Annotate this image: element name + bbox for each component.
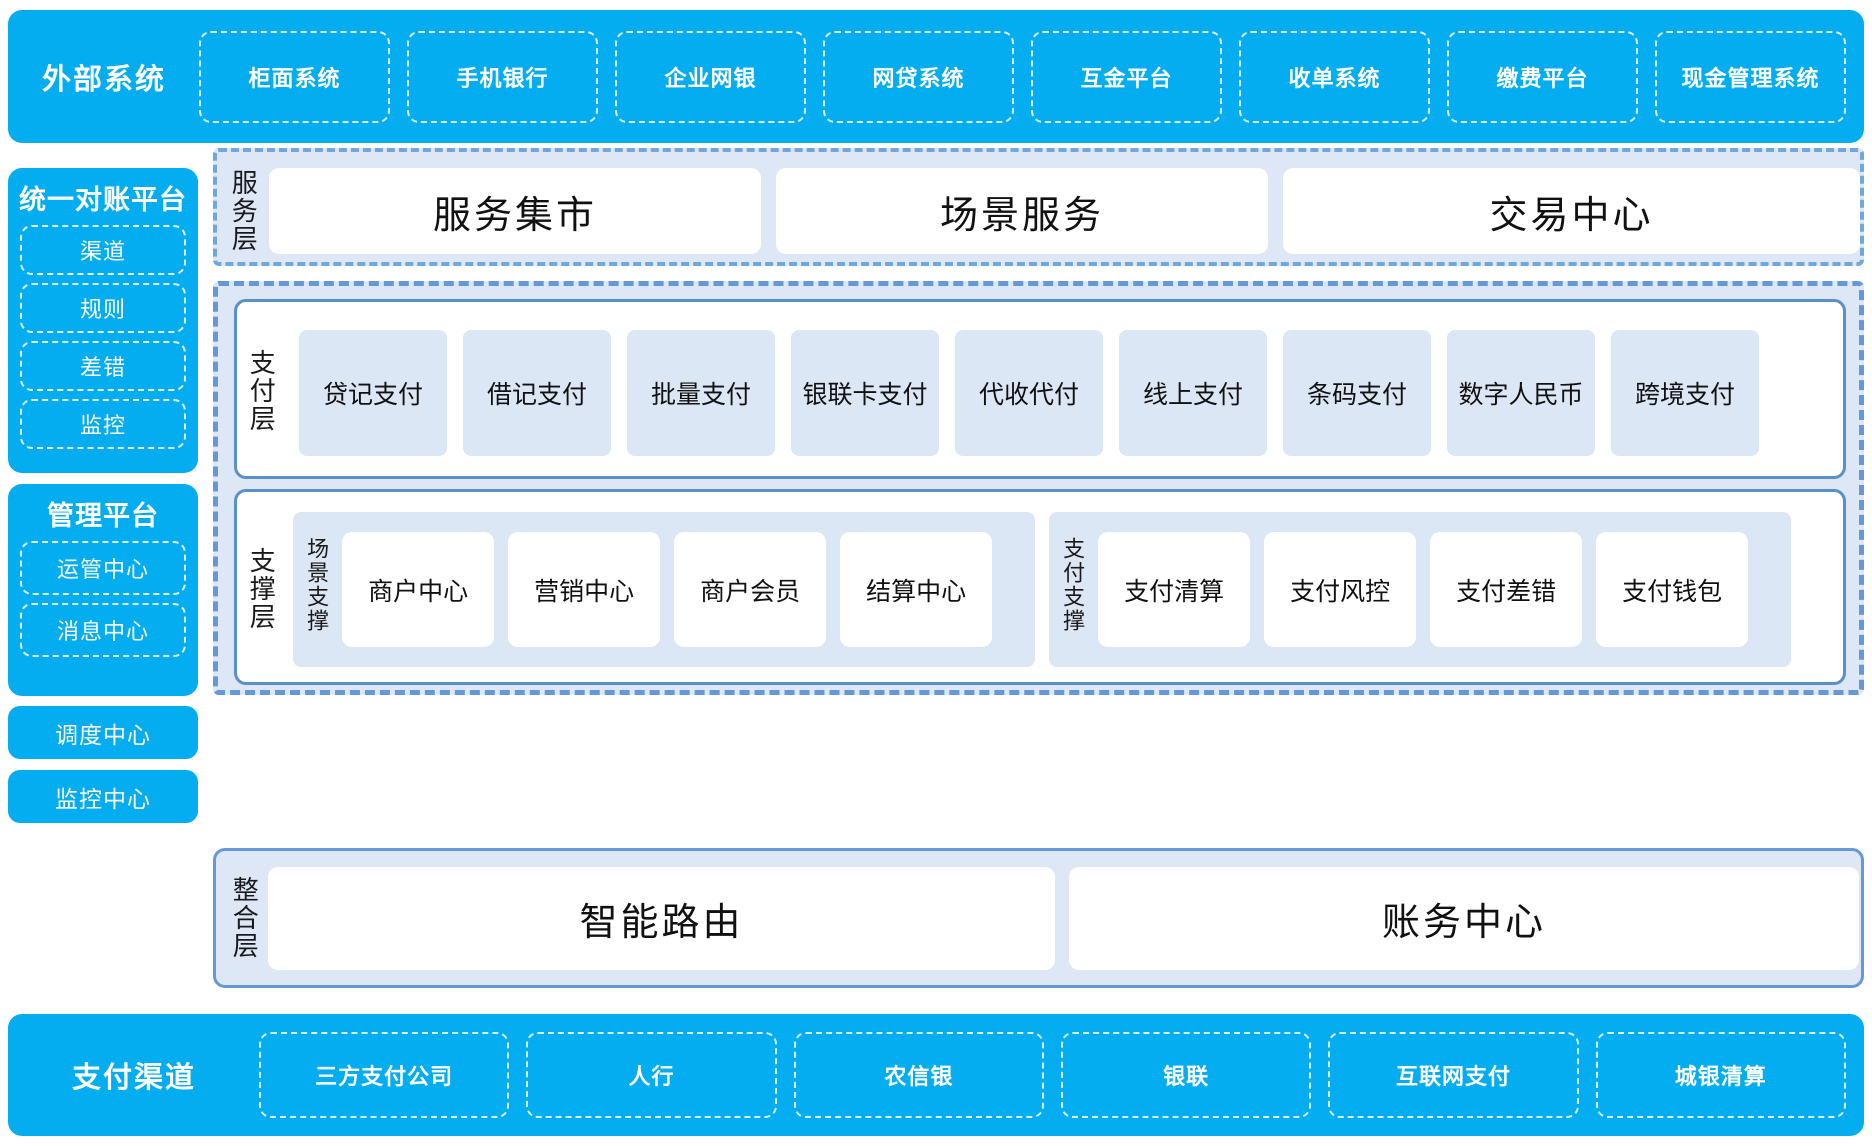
sidebar-item-monitor[interactable]: 监控	[20, 399, 186, 449]
external-system-item-1[interactable]: 手机银行	[407, 30, 598, 123]
payment-channels-bar: 支付渠道 三方支付公司 人行 农信银 银联 互联网支付 城银清算	[8, 1014, 1864, 1136]
support-layer-label: 支撑层	[246, 547, 277, 631]
sidebar-item-monitoring-center[interactable]: 监控中心	[8, 770, 198, 823]
external-system-item-7[interactable]: 现金管理系统	[1655, 30, 1846, 123]
payment-item-collection-payment[interactable]: 代收代付	[955, 330, 1103, 456]
support-layer-container: 支撑层 场景支撑 商户中心 营销中心 商户会员 结算中心 支付支撑 支付清算 支…	[234, 489, 1846, 685]
payment-channels-title: 支付渠道	[71, 1062, 196, 1094]
payment-item-debit-payment[interactable]: 借记支付	[463, 330, 611, 456]
support-item-merchant-member[interactable]: 商户会员	[674, 532, 827, 647]
support-item-marketing-center[interactable]: 营销中心	[508, 532, 661, 647]
integration-item-smart-routing[interactable]: 智能路由	[268, 867, 1055, 970]
payment-item-credit-payment[interactable]: 贷记支付	[299, 330, 447, 456]
payment-item-barcode-payment[interactable]: 条码支付	[1283, 330, 1431, 456]
external-system-item-6[interactable]: 缴费平台	[1447, 30, 1638, 123]
support-item-payment-wallet[interactable]: 支付钱包	[1596, 532, 1749, 647]
payment-channel-item-1[interactable]: 人行	[526, 1032, 777, 1118]
external-systems-title: 外部系统	[41, 63, 166, 96]
sidebar-management-title: 管理平台	[47, 501, 159, 531]
sidebar-item-rule[interactable]: 规则	[20, 283, 186, 333]
external-system-item-4[interactable]: 互金平台	[1031, 30, 1222, 123]
service-layer-container: 服务层 服务集市 场景服务 交易中心	[213, 148, 1864, 266]
core-platform-container: 支付层 贷记支付 借记支付 批量支付 银联卡支付 代收代付 线上支付 条码支付 …	[213, 281, 1864, 695]
service-layer-label: 服务层	[228, 169, 259, 253]
service-item-transaction-center[interactable]: 交易中心	[1283, 168, 1860, 254]
sidebar-management-platform: 管理平台 运管中心 消息中心	[8, 484, 198, 696]
external-system-item-3[interactable]: 网贷系统	[823, 30, 1014, 123]
support-item-merchant-center[interactable]: 商户中心	[342, 532, 495, 647]
payment-layer-label: 支付层	[246, 349, 277, 433]
support-group-payment-label: 支付支撑	[1060, 536, 1086, 633]
support-item-payment-clearing[interactable]: 支付清算	[1098, 532, 1251, 647]
sidebar-reconciliation-title: 统一对账平台	[19, 185, 187, 215]
sidebar-item-error[interactable]: 差错	[20, 341, 186, 391]
external-system-item-2[interactable]: 企业网银	[615, 30, 806, 123]
payment-channel-item-0[interactable]: 三方支付公司	[259, 1032, 510, 1118]
service-item-scenario-service[interactable]: 场景服务	[776, 168, 1268, 254]
integration-item-accounting-center[interactable]: 账务中心	[1069, 867, 1859, 970]
payment-channel-item-2[interactable]: 农信银	[793, 1032, 1044, 1118]
support-group-scenario-label: 场景支撑	[304, 536, 330, 633]
payment-item-cross-border[interactable]: 跨境支付	[1611, 330, 1759, 456]
payment-channel-item-3[interactable]: 银联	[1060, 1032, 1312, 1118]
payment-channel-item-5[interactable]: 城银清算	[1595, 1032, 1846, 1118]
support-item-payment-error[interactable]: 支付差错	[1430, 532, 1583, 647]
payment-item-online-payment[interactable]: 线上支付	[1119, 330, 1267, 456]
payment-channel-item-4[interactable]: 互联网支付	[1328, 1032, 1579, 1118]
external-system-item-5[interactable]: 收单系统	[1239, 30, 1430, 123]
payment-item-batch-payment[interactable]: 批量支付	[627, 330, 775, 456]
integration-layer-container: 整合层 智能路由 账务中心	[213, 848, 1864, 988]
external-systems-bar: 外部系统 柜面系统 手机银行 企业网银 网贷系统 互金平台 收单系统 缴费平台 …	[8, 10, 1864, 143]
sidebar-item-operations-center[interactable]: 运管中心	[20, 541, 186, 595]
support-group-payment: 支付支撑 支付清算 支付风控 支付差错 支付钱包	[1049, 512, 1791, 667]
support-group-scenario: 场景支撑 商户中心 营销中心 商户会员 结算中心	[293, 512, 1035, 667]
sidebar-item-message-center[interactable]: 消息中心	[20, 603, 186, 657]
sidebar-reconciliation-platform: 统一对账平台 渠道 规则 差错 监控	[8, 168, 198, 473]
payment-layer-container: 支付层 贷记支付 借记支付 批量支付 银联卡支付 代收代付 线上支付 条码支付 …	[234, 299, 1846, 479]
external-system-item-0[interactable]: 柜面系统	[199, 30, 390, 123]
support-item-payment-risk[interactable]: 支付风控	[1264, 532, 1417, 647]
service-item-service-market[interactable]: 服务集市	[269, 168, 761, 254]
sidebar-item-channel[interactable]: 渠道	[20, 225, 186, 275]
support-item-settlement-center[interactable]: 结算中心	[840, 532, 993, 647]
sidebar-item-scheduling-center[interactable]: 调度中心	[8, 706, 198, 759]
integration-layer-label: 整合层	[229, 876, 260, 960]
payment-item-unionpay-card[interactable]: 银联卡支付	[791, 330, 939, 456]
payment-item-digital-rmb[interactable]: 数字人民币	[1447, 330, 1595, 456]
